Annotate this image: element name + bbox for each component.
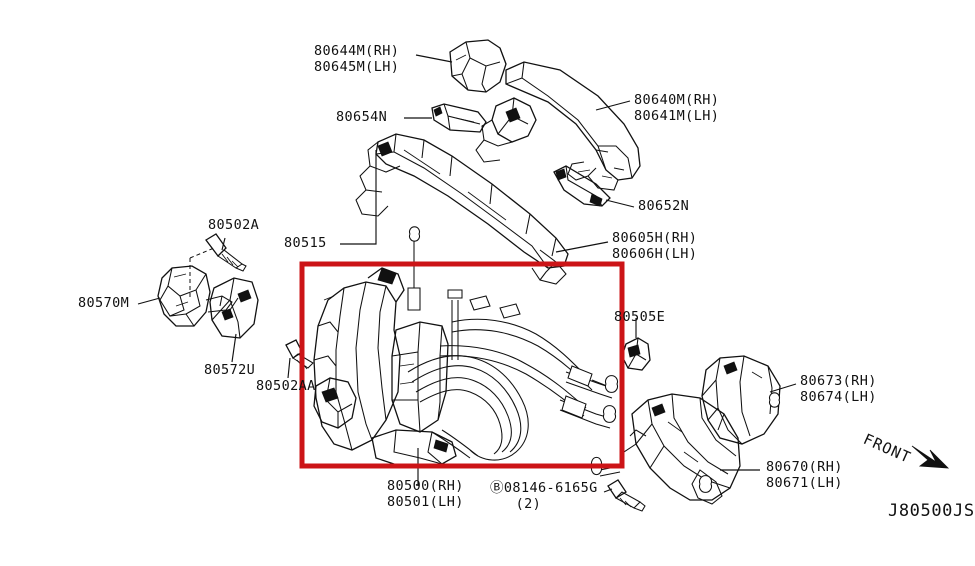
callout-key-cylinder: 80570M [78, 295, 130, 311]
part-inside-handle-bezel [701, 355, 781, 445]
callout-latch-bolt: Ⓑ08146-6165G (2) [490, 480, 598, 512]
callout-door-latch-assembly: 80500(RH)80501(LH) [387, 478, 464, 510]
callout-handle-end-cap: 80652N [638, 198, 690, 214]
part-lock-rod [407, 226, 421, 311]
part-handle-escutcheon-seal [431, 103, 487, 133]
callout-lock-rod: 80515 [284, 235, 327, 251]
callout-handle-escutcheon-seal: 80654N [336, 109, 388, 125]
part-lock-screw-upper [205, 233, 247, 272]
part-handle-end-cap [553, 165, 611, 207]
callout-cable-clip: 80505E [614, 309, 666, 325]
front-direction-arrow [911, 445, 950, 469]
diagram-id: J80500JS [888, 501, 975, 521]
part-cylinder-cover-cap [209, 277, 259, 339]
callout-outside-handle-cap: 80644M(RH)80645M(LH) [314, 43, 400, 75]
callout-outside-handle-grip: 80640M(RH)80641M(LH) [634, 92, 720, 124]
part-latch-bolt [607, 479, 646, 512]
callout-inside-handle: 80670(RH)80671(LH) [766, 459, 843, 491]
part-cable-clip [621, 337, 651, 371]
callout-lock-screw-upper: 80502A [208, 217, 260, 233]
callout-inside-handle-bezel: 80673(RH)80674(LH) [800, 373, 877, 405]
part-key-cylinder [157, 265, 233, 327]
leader-lines [137, 54, 797, 493]
callout-handle-bracket: 80605H(RH)80606H(LH) [612, 230, 698, 262]
part-outside-handle-cap [449, 39, 507, 93]
part-inside-handle [619, 393, 741, 505]
red-highlight-box [299, 261, 625, 469]
part-handle-inner-frame [475, 97, 537, 163]
part-door-latch-assembly [313, 267, 619, 467]
part-outside-handle-grip [505, 61, 641, 191]
callout-cylinder-cover-cap: 80572U [204, 362, 256, 378]
assembly-dashed-line-2 [189, 247, 215, 259]
callout-lock-screw-lower: 80502AA [256, 378, 316, 394]
